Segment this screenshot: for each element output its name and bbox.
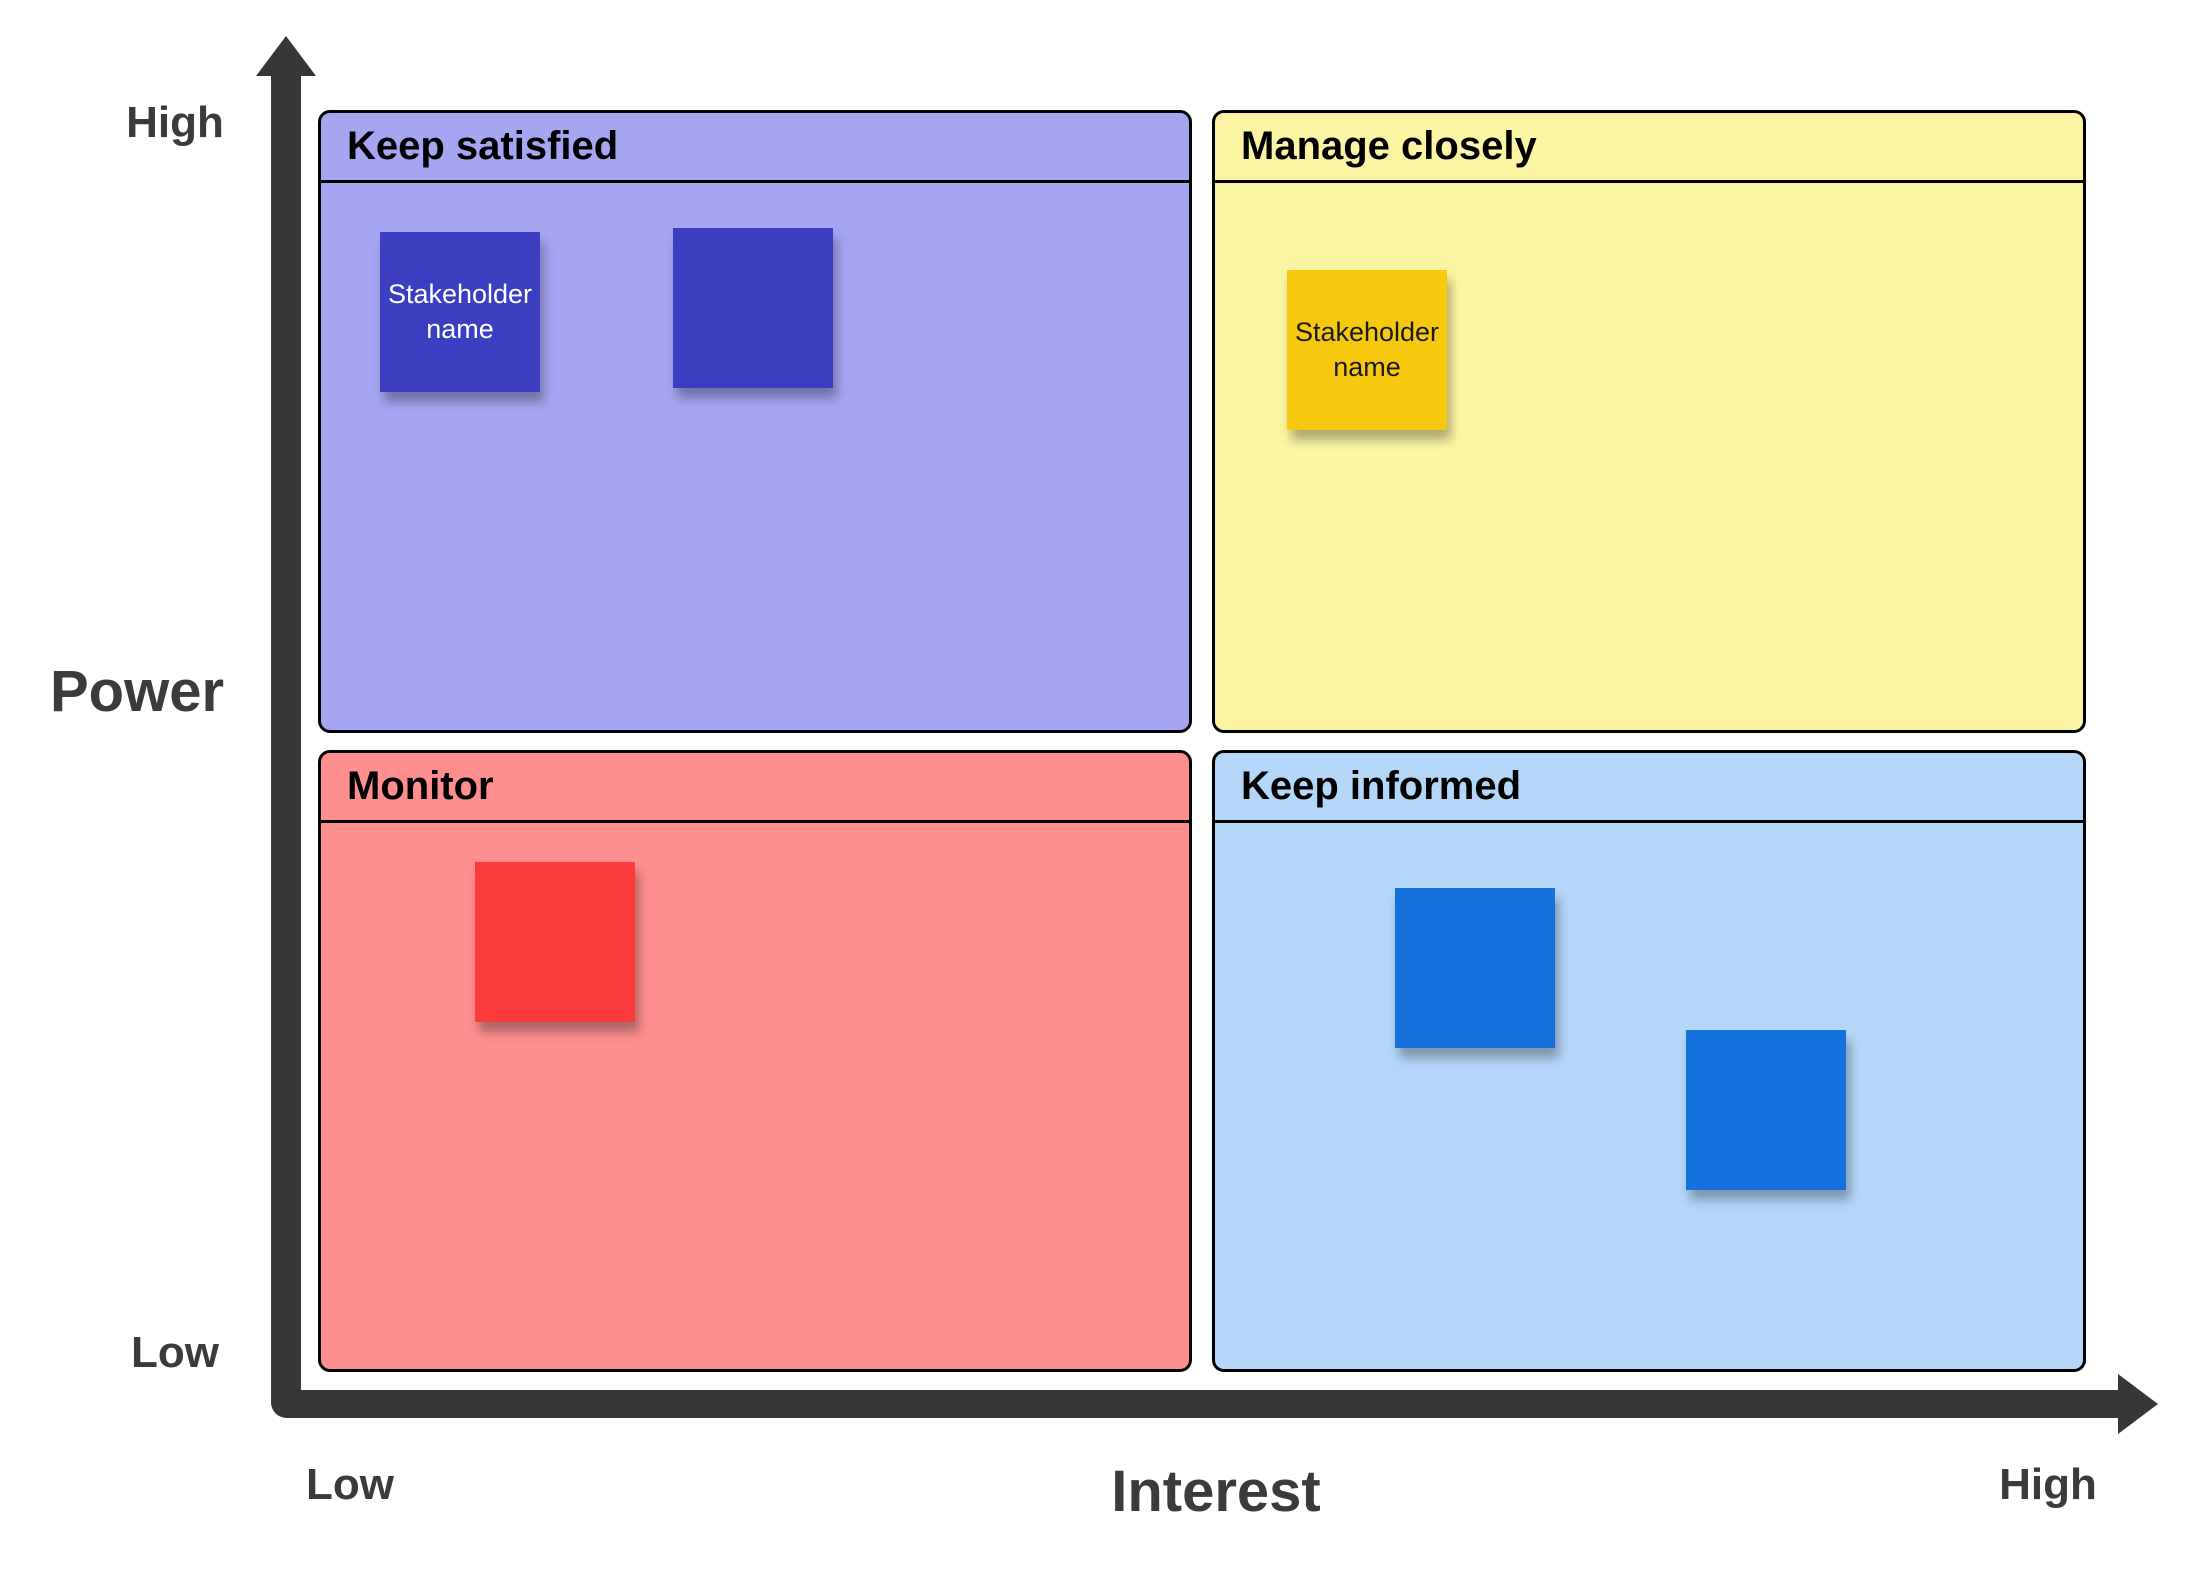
quadrant-body: Stakeholder name [321,183,1189,730]
quadrant-monitor: Monitor [318,750,1192,1372]
x-axis-arrowhead-icon [2118,1374,2158,1434]
x-axis-low-label: Low [306,1460,394,1509]
quadrant-title: Monitor [321,753,1189,823]
quadrant-manage-closely: Manage closely Stakeholder name [1212,110,2086,733]
y-axis-title: Power [49,659,225,724]
quadrant-body [1215,823,2083,1369]
x-axis-title: Interest [1111,1459,1321,1524]
quadrant-title: Keep informed [1215,753,2083,823]
sticky-note[interactable] [673,228,833,388]
x-axis-line [271,1390,2121,1418]
quadrant-keep-satisfied: Keep satisfied Stakeholder name [318,110,1192,733]
y-axis-high-label: High [126,98,224,147]
sticky-note[interactable]: Stakeholder name [380,232,540,392]
y-axis-arrowhead-icon [256,36,316,76]
sticky-note[interactable] [475,862,635,1022]
y-axis-line [271,70,301,1418]
quadrant-body [321,823,1189,1369]
quadrant-body: Stakeholder name [1215,183,2083,730]
quadrant-title: Manage closely [1215,113,2083,183]
quadrant-keep-informed: Keep informed [1212,750,2086,1372]
quadrant-title: Keep satisfied [321,113,1189,183]
sticky-note[interactable] [1395,888,1555,1048]
y-axis-low-label: Low [131,1328,219,1377]
x-axis-high-label: High [1999,1460,2097,1509]
sticky-note[interactable] [1686,1030,1846,1190]
sticky-note[interactable]: Stakeholder name [1287,270,1447,430]
